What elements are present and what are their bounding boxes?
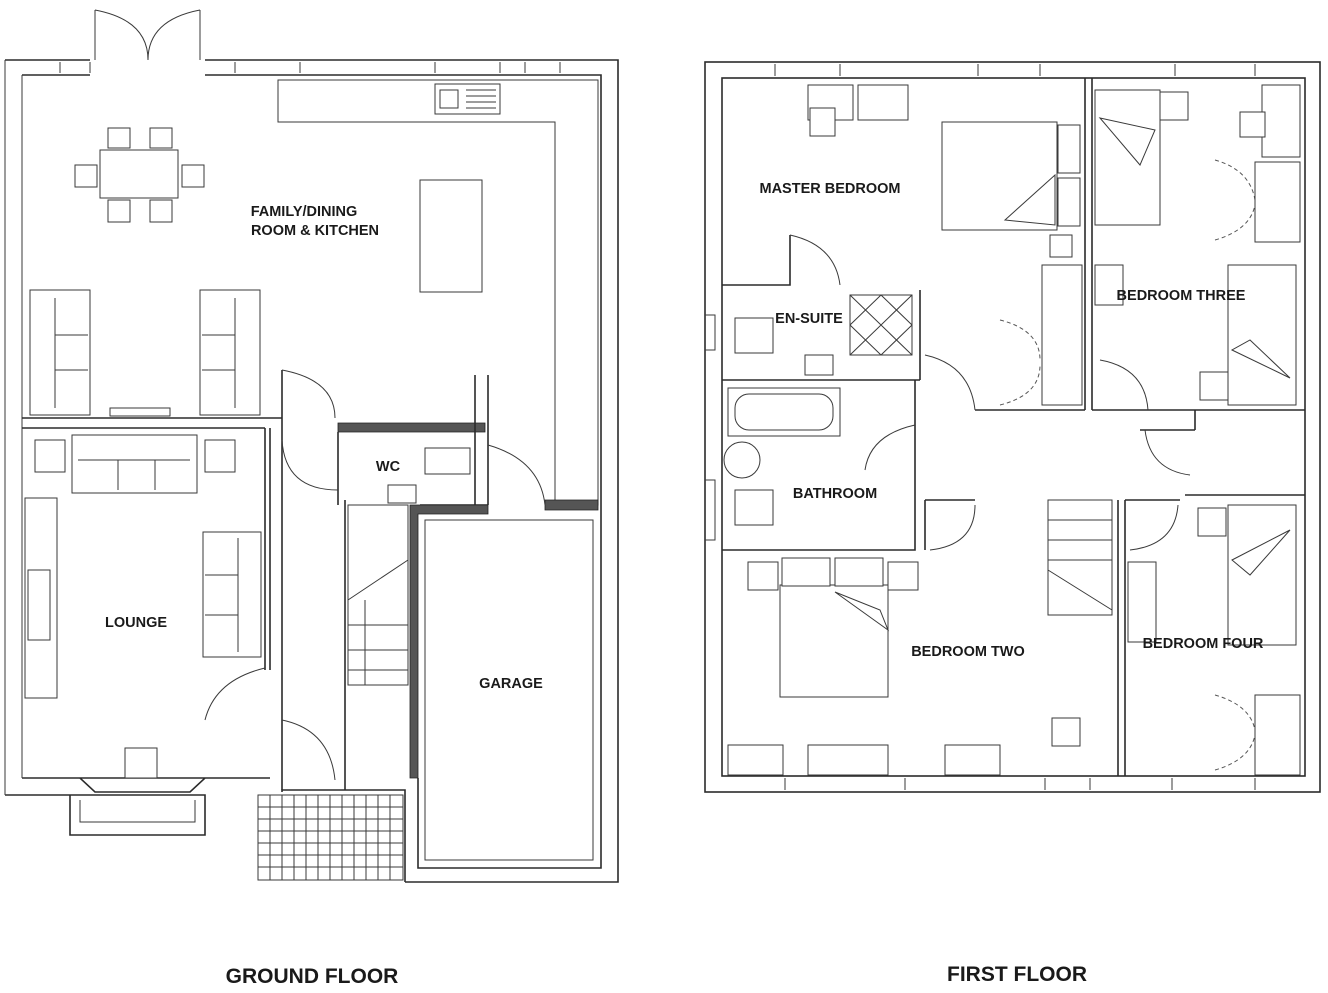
master-bed [941, 121, 1058, 231]
bed-two-desk [807, 744, 889, 776]
first-floor-plan: MASTER BEDROOM EN-SUITE BATHROOM BEDROOM… [704, 61, 1321, 986]
wc-toilet [424, 447, 471, 475]
garage-door-swing [487, 444, 546, 506]
wc-wall [337, 422, 486, 433]
room-label-master-bedroom: MASTER BEDROOM [760, 181, 901, 197]
ground-outer-wall [5, 59, 619, 883]
lounge-sofa-top [71, 434, 198, 494]
ground-floor-plan: FAMILY/DINING ROOM & KITCHEN LOUNGE WC G… [4, 9, 619, 988]
bed-two-door-swing [929, 504, 976, 551]
master-wardrobe [1041, 264, 1083, 406]
bed-two-bed [779, 584, 889, 698]
sofa-left [29, 289, 91, 416]
french-door-swing [94, 9, 201, 61]
wc-basin [387, 484, 417, 504]
ground-floor-title: GROUND FLOOR [226, 965, 399, 988]
room-label-wc: WC [376, 459, 401, 475]
bathroom-door-swing [864, 424, 916, 471]
first-outer-wall-inner [721, 77, 1306, 777]
room-label-bedroom-two: BEDROOM TWO [911, 644, 1025, 660]
kitchen-island [419, 179, 483, 293]
room-label-en-suite: EN-SUITE [775, 311, 843, 327]
dining-table [99, 149, 179, 199]
lounge-door-swing [281, 369, 336, 419]
first-outer-wall [704, 61, 1321, 793]
room-label-room-kitchen: ROOM & KITCHEN [251, 223, 379, 239]
first-stairs [1047, 499, 1113, 616]
room-label-bedroom-three: BEDROOM THREE [1117, 288, 1246, 304]
master-door-swing [924, 354, 976, 411]
porch-tiles [257, 794, 404, 881]
landing-door-swing [1144, 429, 1191, 476]
room-label-bedroom-four: BEDROOM FOUR [1143, 636, 1264, 652]
room-label-lounge: LOUNGE [105, 615, 167, 631]
room-label-family-dining: FAMILY/DINING [251, 204, 358, 220]
bed-four-bed [1227, 504, 1297, 646]
kitchen-sink [434, 83, 501, 115]
front-door-swing [281, 719, 336, 781]
wc-door-swing [281, 439, 339, 491]
garage-wall [409, 504, 489, 779]
room-label-bathroom: BATHROOM [793, 486, 877, 502]
first-floor-title: FIRST FLOOR [947, 963, 1087, 986]
ground-outer-wall-inner [22, 74, 602, 869]
sofa-right [199, 289, 261, 416]
lounge-sofa-right [202, 531, 262, 658]
ground-stairs [347, 504, 409, 686]
hall-door-swing [204, 667, 266, 721]
bathroom-basin [723, 441, 761, 479]
garage-interior [424, 519, 594, 861]
bed-three-bed-2 [1227, 264, 1297, 406]
bed-four-door-swing [1129, 504, 1179, 551]
bed-three-bed [1094, 89, 1161, 226]
ensuite-door-swing [789, 234, 841, 286]
bed-three-door-swing [1099, 359, 1149, 411]
room-label-garage: GARAGE [479, 676, 543, 692]
